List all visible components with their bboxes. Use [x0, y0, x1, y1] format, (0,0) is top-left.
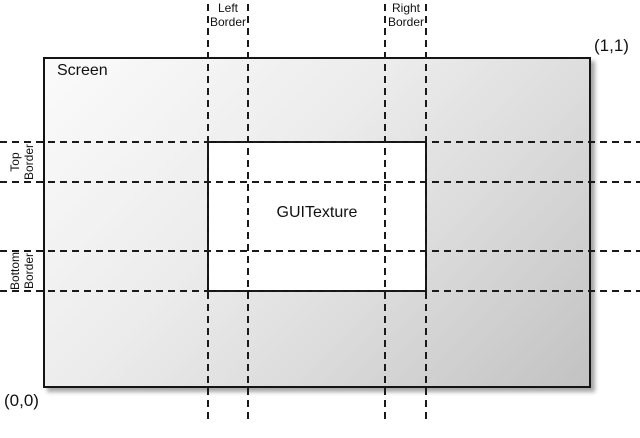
screen-label: Screen — [57, 62, 108, 79]
top-border-line-inner — [0, 181, 640, 183]
top-border-label-line2: Border — [22, 143, 36, 181]
coord-bottom-left: (0,0) — [4, 391, 39, 410]
right-border-line-outer — [425, 4, 427, 422]
left-border-label: Left Border — [186, 1, 270, 29]
right-border-label-line2: Border — [387, 15, 425, 29]
right-border-label-line1: Right — [391, 1, 420, 15]
right-border-line-inner — [384, 4, 386, 422]
left-border-line-outer — [207, 4, 209, 422]
right-border-label: Right Border — [364, 1, 448, 29]
top-border-line-outer — [0, 141, 640, 143]
bottom-border-label: Bottom Border — [8, 229, 36, 313]
bottom-border-line-inner — [0, 250, 640, 252]
guitexture-label: GUITexture — [276, 204, 358, 221]
left-border-line-inner — [247, 4, 249, 422]
guitexture-rect — [207, 141, 427, 292]
left-border-label-line1: Left — [217, 1, 238, 15]
bottom-border-line-outer — [0, 290, 640, 292]
bottom-border-label-line1: Bottom — [8, 252, 22, 291]
left-border-label-line2: Border — [209, 15, 247, 29]
bottom-border-label-line2: Border — [22, 252, 36, 290]
top-border-label-line1: Top — [8, 152, 22, 172]
coord-top-right: (1,1) — [594, 36, 629, 55]
top-border-label: Top Border — [8, 120, 36, 204]
